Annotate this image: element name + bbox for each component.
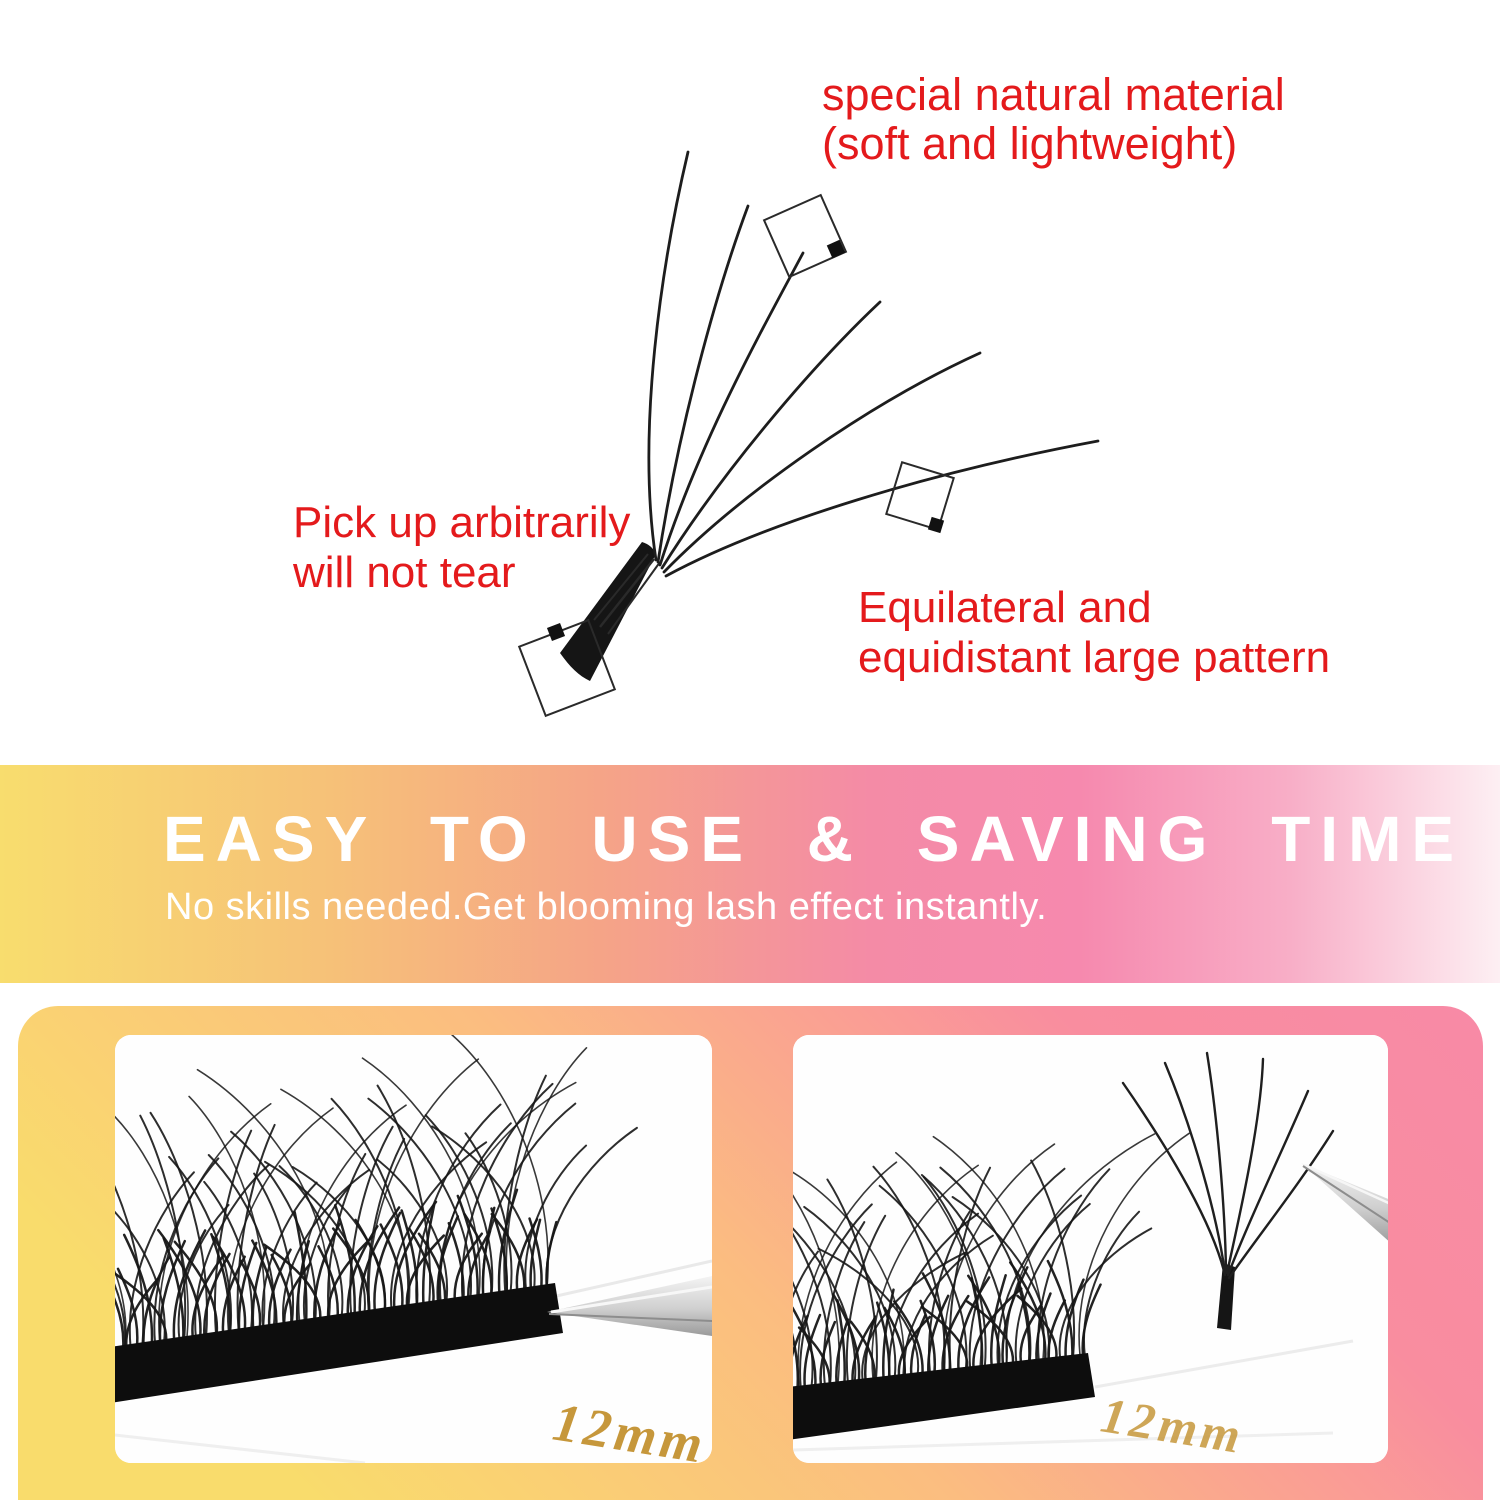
banner-subtitle: No skills needed.Get blooming lash effec… (165, 886, 1048, 928)
banner-title: EASY TO USE & SAVING TIME (163, 803, 1465, 875)
lash-fan-strands (647, 150, 1100, 578)
lash-fan-diagram (517, 150, 1100, 718)
callout-pattern-line1: Equilateral and (858, 583, 1152, 632)
callout-material: special natural material (soft and light… (822, 70, 1285, 168)
callout-pickup-line2: will not tear (293, 548, 516, 597)
callout-pickup-line1: Pick up arbitrarily (293, 498, 631, 547)
magnifier-marker-icon (517, 618, 617, 718)
tray-base-strip (793, 1353, 1095, 1440)
callout-material-line1: special natural material (822, 69, 1285, 120)
callout-pattern-line2: equidistant large pattern (858, 633, 1331, 682)
callout-material-line2: (soft and lightweight) (822, 118, 1238, 169)
photo-lash-tray: 12mm (115, 1035, 712, 1463)
banner: EASY TO USE & SAVING TIME No skills need… (0, 765, 1500, 983)
single-lash-fan (1121, 1051, 1335, 1330)
lash-rows (793, 1132, 1190, 1392)
photo-lash-fan-pickup: 12mm (793, 1035, 1388, 1463)
magnifier-marker-icon (762, 193, 848, 279)
lash-fan-stem (560, 542, 656, 681)
magnifier-marker-icon (885, 461, 955, 534)
callout-pattern: Equilateral and equidistant large patter… (858, 583, 1330, 683)
lash-rows (115, 1035, 638, 1352)
tweezers-icon (1301, 1163, 1388, 1241)
lash-tray-illustration: 12mm (115, 1035, 712, 1463)
diagram-section: special natural material (soft and light… (293, 70, 1331, 718)
tweezers-icon (547, 1276, 712, 1336)
lash-pickup-illustration: 12mm (793, 1035, 1388, 1463)
tray-base-strip (115, 1283, 563, 1403)
gallery-panel: 12mm (18, 1006, 1483, 1500)
callout-pickup: Pick up arbitrarily will not tear (293, 498, 630, 598)
